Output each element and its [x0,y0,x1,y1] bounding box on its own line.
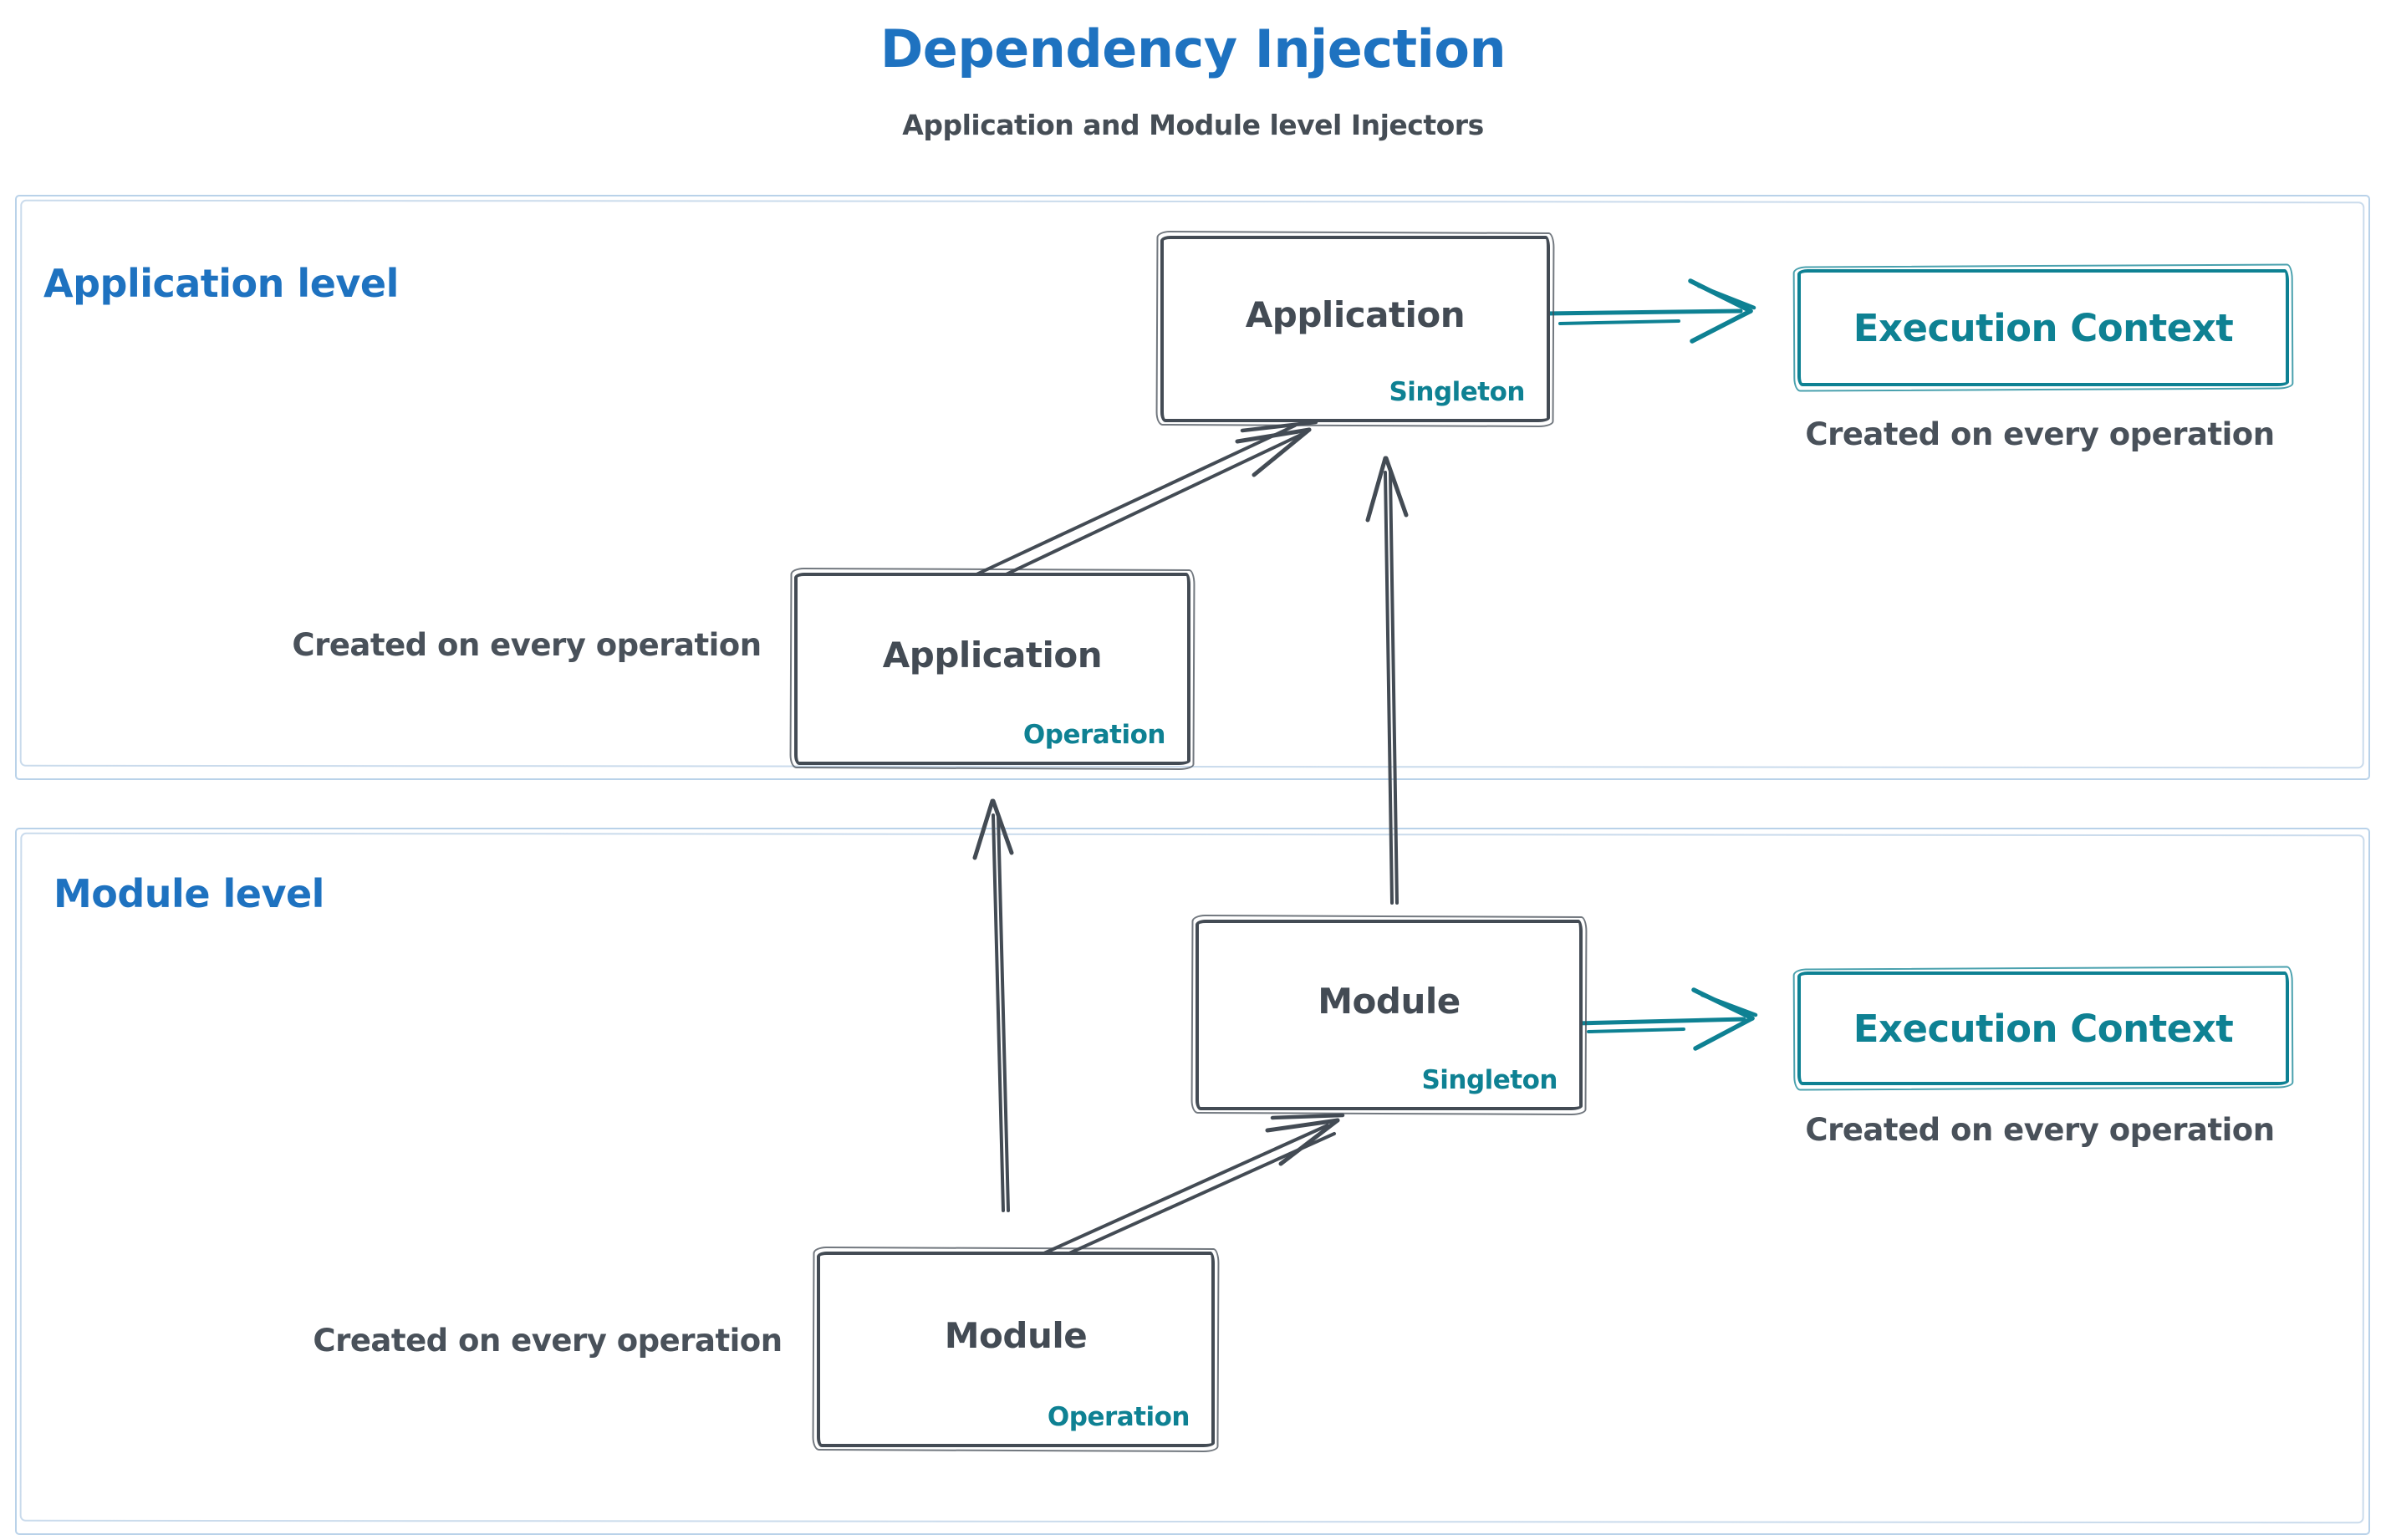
node-application-execution-context-title: Execution Context [1853,305,2234,350]
application-level-container [15,195,2370,780]
caption-application-operation: Created on every operation [292,627,762,663]
node-application-singleton-title: Application [1245,294,1466,335]
caption-module-execution-context: Created on every operation [1805,1112,2275,1148]
caption-module-operation: Created on every operation [313,1323,783,1359]
node-module-execution-context: Execution Context [1797,971,2289,1085]
node-application-operation-badge: Operation [1022,720,1166,750]
page-subtitle: Application and Module level Injectors [902,109,1484,141]
node-module-operation: Module Operation [817,1252,1215,1447]
node-module-operation-badge: Operation [1047,1402,1190,1432]
module-level-container [15,828,2370,1535]
application-level-label: Application level [43,261,399,306]
node-application-singleton-badge: Singleton [1389,377,1525,407]
caption-application-execution-context: Created on every operation [1805,416,2275,452]
node-module-singleton: Module Singleton [1196,920,1583,1110]
node-module-execution-context-title: Execution Context [1853,1006,2234,1051]
node-application-operation-title: Application [882,634,1103,676]
node-module-singleton-title: Module [1318,980,1461,1022]
node-application-singleton: Application Singleton [1160,236,1550,422]
node-module-operation-title: Module [944,1314,1088,1356]
module-level-label: Module level [54,871,324,916]
node-module-singleton-badge: Singleton [1421,1065,1558,1095]
node-application-operation: Application Operation [794,573,1190,765]
node-application-execution-context: Execution Context [1797,269,2289,386]
page-title: Dependency Injection [879,18,1507,79]
